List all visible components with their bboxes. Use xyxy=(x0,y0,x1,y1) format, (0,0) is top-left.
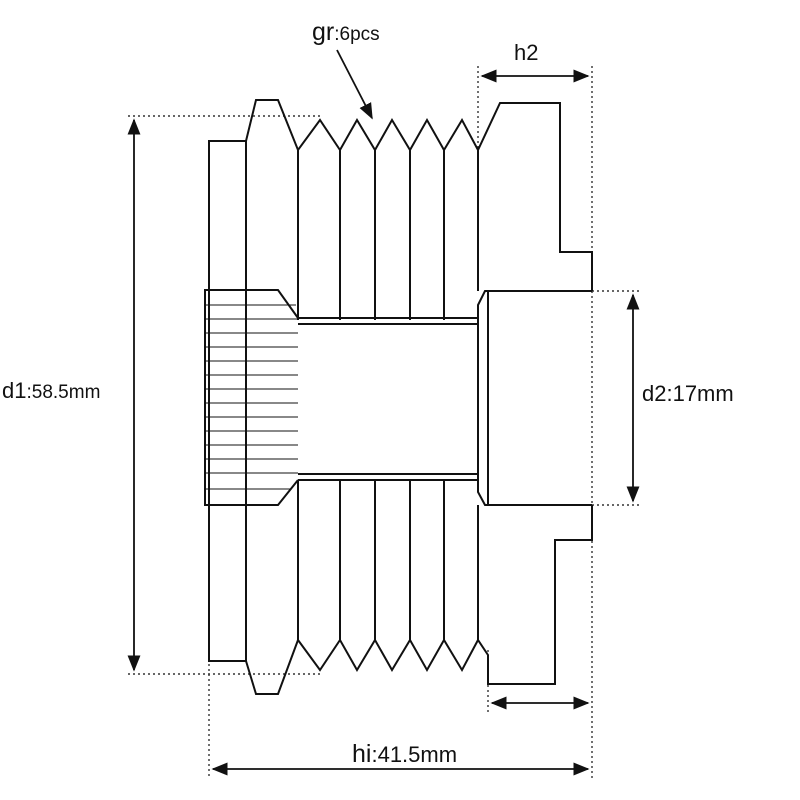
pulley-body xyxy=(204,99,593,695)
hi-value: :41.5mm xyxy=(371,742,457,767)
h2-label: h2 xyxy=(514,40,538,65)
hi-prefix: hi xyxy=(352,740,371,768)
d2-label: d2:17mm xyxy=(642,381,734,406)
groove-count-label: gr:6pcs xyxy=(312,18,380,46)
groove-value: :6pcs xyxy=(334,24,379,45)
d1-label: d1:58.5mm xyxy=(2,378,100,403)
hi-label: hi:41.5mm xyxy=(352,740,457,768)
spline-teeth xyxy=(206,304,298,490)
d1-value: :58.5mm xyxy=(26,382,100,403)
groove-prefix: gr xyxy=(312,18,334,46)
groove-leader-line xyxy=(336,49,373,120)
spline-section xyxy=(204,289,299,506)
d1-prefix: d1 xyxy=(2,378,26,403)
bottom-rib-profile xyxy=(245,505,593,695)
dimension-lines xyxy=(127,49,640,776)
back-flange xyxy=(208,140,247,662)
front-hub xyxy=(477,290,592,506)
